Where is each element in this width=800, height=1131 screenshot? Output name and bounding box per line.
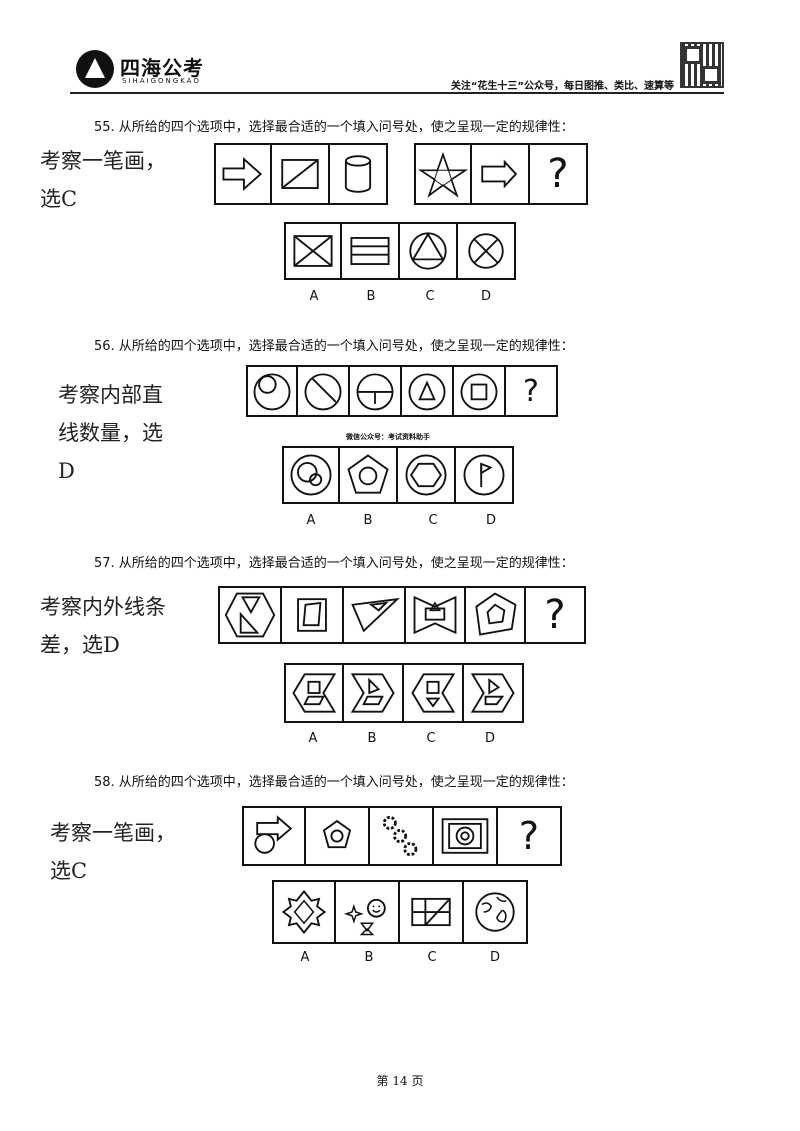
option-b-figure[interactable] (340, 446, 398, 504)
brand-name: 四海公考 (120, 56, 204, 80)
question-57-options (284, 663, 524, 723)
question-56-sequence: ? (246, 365, 558, 417)
watermark-text: 微信公众号：考试资料助手 (346, 433, 430, 441)
sail-logo-icon (76, 50, 114, 88)
question-57-note: 考察内外线条差，选D (40, 595, 166, 657)
question-mark-cell: ? (498, 806, 562, 866)
question-57-stem: 57. 从所给的四个选项中，选择最合适的一个填入问号处，使之呈现一定的规律性： (94, 556, 574, 571)
question-55-sequence-right: ? (414, 143, 588, 205)
option-a-figure[interactable] (272, 880, 336, 944)
figure-pentagon-nested (466, 586, 526, 644)
option-a-label: A (309, 289, 319, 304)
question-mark: ? (518, 814, 540, 858)
figure-cylinder (330, 143, 388, 205)
option-d-figure[interactable] (464, 663, 524, 723)
figure-pentagon-circle (306, 806, 370, 866)
option-c-label: C (427, 950, 437, 965)
option-b-figure[interactable] (344, 663, 404, 723)
option-b-label: B (364, 950, 374, 965)
qr-code-icon (680, 42, 724, 88)
option-d-label: D (484, 731, 495, 746)
figure-circle-square (454, 365, 506, 417)
figure-star (414, 143, 472, 205)
figure-arrow-circle (242, 806, 306, 866)
question-56-stem: 56. 从所给的四个选项中，选择最合适的一个填入问号处，使之呈现一定的规律性： (94, 339, 574, 354)
figure-rect-quad (282, 586, 344, 644)
question-mark-cell: ? (526, 586, 586, 644)
question-55-sequence-left (214, 143, 388, 205)
header-note: 关注“花生十三”公众号，每日图推、类比、速算等 (450, 81, 674, 92)
option-c-label: C (428, 513, 438, 528)
option-a-label: A (300, 950, 310, 965)
option-c-figure[interactable] (398, 446, 456, 504)
option-d-figure[interactable] (456, 446, 514, 504)
question-58-options (272, 880, 528, 944)
question-58-stem: 58. 从所给的四个选项中，选择最合适的一个填入问号处，使之呈现一定的规律性： (94, 775, 574, 790)
figure-circle-inner-circle (246, 365, 298, 417)
question-58-note: 考察一笔画，选C (50, 821, 176, 883)
option-a-figure[interactable] (284, 663, 344, 723)
figure-triangle-in-triangle (344, 586, 406, 644)
option-d-label: D (480, 289, 491, 304)
question-57-sequence: ? (218, 586, 586, 644)
option-a-figure[interactable] (282, 446, 340, 504)
figure-three-gears (370, 806, 434, 866)
option-c-label: C (426, 731, 436, 746)
figure-hexagon-triangles (218, 586, 282, 644)
figure-circle-triangle (402, 365, 454, 417)
option-d-figure[interactable] (458, 222, 516, 280)
option-b-figure[interactable] (342, 222, 400, 280)
question-mark: ? (547, 151, 569, 197)
option-b-label: B (366, 289, 376, 304)
option-b-figure[interactable] (336, 880, 400, 944)
figure-arrow (214, 143, 272, 205)
option-c-figure[interactable] (404, 663, 464, 723)
option-c-figure[interactable] (400, 880, 464, 944)
brand-logo: 四海公考 SIHAIGONGKAO (76, 50, 226, 92)
question-55-options (284, 222, 516, 280)
figure-framed-target (434, 806, 498, 866)
question-mark-cell: ? (506, 365, 558, 417)
figure-circle-one-line (298, 365, 350, 417)
question-55-note: 考察一笔画，选C (40, 149, 166, 211)
header-divider (70, 92, 724, 94)
page-number: 第 14 页 (376, 1074, 424, 1088)
option-b-label: B (363, 513, 373, 528)
option-d-label: D (489, 950, 500, 965)
question-mark: ? (523, 373, 539, 409)
option-a-figure[interactable] (284, 222, 342, 280)
brand-name-en: SIHAIGONGKAO (122, 77, 201, 85)
option-a-label: A (308, 731, 318, 746)
figure-circle-two-lines (350, 365, 402, 417)
option-a-label: A (306, 513, 316, 528)
question-55-stem: 55. 从所给的四个选项中，选择最合适的一个填入问号处，使之呈现一定的规律性： (94, 120, 574, 135)
figure-arrowhead-box (406, 586, 466, 644)
question-mark: ? (544, 592, 566, 638)
option-d-figure[interactable] (464, 880, 528, 944)
figure-arrow-small (472, 143, 530, 205)
question-58-sequence: ? (242, 806, 562, 866)
question-mark-cell: ? (530, 143, 588, 205)
option-c-label: C (425, 289, 435, 304)
option-b-label: B (367, 731, 377, 746)
option-d-label: D (485, 513, 496, 528)
option-c-figure[interactable] (400, 222, 458, 280)
figure-rect-diagonal (272, 143, 330, 205)
question-56-note: 考察内部直线数量，选D (58, 383, 163, 483)
question-56-options (282, 446, 514, 504)
